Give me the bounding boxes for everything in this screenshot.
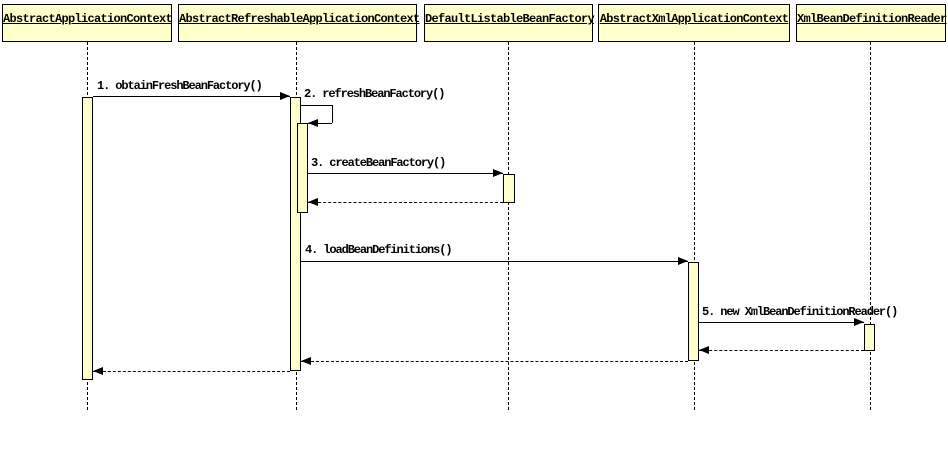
- lifeline-head-default-listable-bean-factory: DefaultListableBeanFactory: [424, 4, 595, 42]
- message-line-4: [301, 261, 688, 262]
- message-label-5: 5. new XmlBeanDefinitionReader(): [702, 305, 898, 319]
- lifeline-head-abstract-application-context: AbstractApplicationContext: [2, 4, 173, 42]
- return-line: [308, 202, 503, 203]
- lifeline-line-xml-bean-definition-reader: [870, 42, 871, 410]
- message-arrowhead-3: [493, 169, 503, 177]
- lifeline-line-abstract-xml-application-context: [694, 42, 695, 410]
- self-message-top-segment: [301, 105, 332, 106]
- return-arrowhead: [93, 367, 103, 375]
- message-arrowhead-4: [678, 257, 688, 265]
- return-arrowhead: [301, 357, 311, 365]
- return-line: [93, 371, 290, 372]
- activation-bar: [503, 174, 515, 203]
- lifeline-head-abstract-refreshable-application-context: AbstractRefreshableApplicationContext: [178, 4, 420, 42]
- lifeline-label: AbstractRefreshableApplicationContext: [179, 12, 420, 26]
- lifeline-label: AbstractApplicationContext: [3, 12, 173, 26]
- lifeline-label: DefaultListableBeanFactory: [425, 12, 595, 26]
- message-label-2: 2. refreshBeanFactory(): [304, 87, 445, 101]
- message-label-1: 1. obtainFreshBeanFactory(): [97, 79, 263, 93]
- activation-bar: [290, 97, 301, 371]
- message-line-3: [308, 173, 503, 174]
- lifeline-label: XmlBeanDefinitionReader: [797, 12, 947, 26]
- message-arrowhead-1: [280, 92, 290, 100]
- self-message-side-segment: [332, 105, 333, 123]
- message-line-5: [699, 322, 864, 323]
- return-arrowhead: [699, 346, 709, 354]
- activation-bar: [82, 97, 93, 380]
- return-arrowhead: [308, 198, 318, 206]
- activation-bar: [688, 262, 699, 361]
- lifeline-head-xml-bean-definition-reader: XmlBeanDefinitionReader: [796, 4, 947, 42]
- lifeline-head-abstract-xml-application-context: AbstractXmlApplicationContext: [598, 4, 790, 42]
- return-line: [699, 350, 864, 351]
- message-label-3: 3. createBeanFactory(): [311, 156, 446, 170]
- return-line: [301, 361, 688, 362]
- message-arrowhead-2: [308, 119, 318, 127]
- lifeline-label: AbstractXmlApplicationContext: [599, 12, 789, 26]
- activation-bar: [864, 324, 875, 351]
- activation-bar: [297, 123, 308, 213]
- lifeline-line-default-listable-bean-factory: [508, 42, 509, 410]
- message-line-1: [93, 96, 290, 97]
- message-arrowhead-5: [854, 318, 864, 326]
- self-message-bottom-segment: [308, 123, 332, 124]
- message-label-4: 4. loadBeanDefinitions(): [305, 243, 453, 257]
